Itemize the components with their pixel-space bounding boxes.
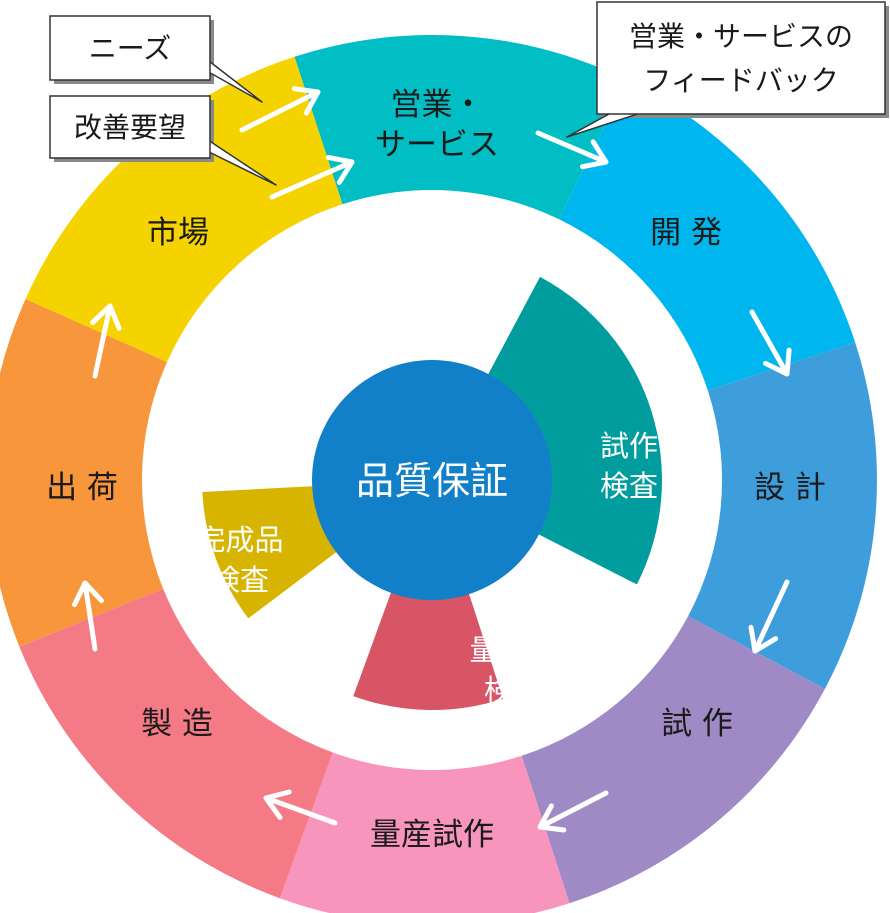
center-hub: 品質保証 bbox=[312, 360, 552, 600]
ring-label-mass-trial: 量産試作 bbox=[370, 817, 494, 853]
callout-needs: ニーズ bbox=[49, 15, 263, 103]
callout-text-feedback: フィードバック bbox=[643, 64, 838, 97]
callout-text-feedback: 営業・サービスの bbox=[629, 20, 853, 53]
quality-assurance-label: 品質保証 bbox=[356, 459, 508, 503]
ring-segment-prototype bbox=[521, 616, 825, 904]
ring-label-manufacturing: 製 造 bbox=[141, 706, 213, 742]
inspection-label-mass-inspection: 検査 bbox=[484, 673, 542, 707]
ring-label-sales: 営業・ bbox=[391, 87, 484, 123]
quality-assurance-circle bbox=[312, 360, 552, 600]
flow-arrow-icon bbox=[535, 130, 609, 170]
flow-arrow-icon bbox=[537, 790, 609, 833]
inspection-label-final-inspection: 検査 bbox=[211, 563, 269, 597]
callout-requests: 改善要望 bbox=[49, 95, 277, 186]
flow-arrow-icon bbox=[263, 789, 338, 826]
ring-segment-design bbox=[688, 342, 877, 689]
flow-arrow-icon bbox=[239, 86, 321, 133]
flow-arrow-icon bbox=[748, 579, 790, 654]
inspection-label-prototype-inspection: 試作 bbox=[600, 429, 658, 463]
ring-segment-market bbox=[25, 56, 343, 363]
callout-text-needs: ニーズ bbox=[89, 32, 172, 65]
ring-label-prototype: 試 作 bbox=[661, 706, 733, 742]
ring-segment-manufacturing bbox=[19, 588, 333, 899]
flow-arrow-icon bbox=[90, 303, 122, 379]
inspection-label-prototype-inspection: 検査 bbox=[600, 469, 658, 503]
inspection-label-mass-inspection: 量産化 bbox=[469, 633, 556, 667]
ring-segment-development bbox=[559, 80, 856, 391]
flow-arrow-icon bbox=[72, 580, 104, 652]
ring-label-sales: サービス bbox=[375, 127, 499, 163]
ring-segment-shipping bbox=[0, 299, 168, 647]
inspection-label-final-inspection: 完成品 bbox=[196, 523, 283, 557]
ring-label-shipping: 出 荷 bbox=[46, 470, 118, 506]
ring-label-design: 設 計 bbox=[754, 470, 826, 506]
ring-segment-sales bbox=[294, 34, 628, 220]
flow-arrow-icon bbox=[269, 155, 355, 200]
callout-text-requests: 改善要望 bbox=[74, 111, 186, 144]
ring-segment-mass-trial bbox=[279, 752, 570, 913]
ring-label-market: 市場 bbox=[147, 215, 209, 251]
flow-arrows bbox=[72, 86, 792, 833]
ring-label-development: 開 発 bbox=[650, 215, 722, 251]
flow-arrow-icon bbox=[749, 309, 792, 377]
